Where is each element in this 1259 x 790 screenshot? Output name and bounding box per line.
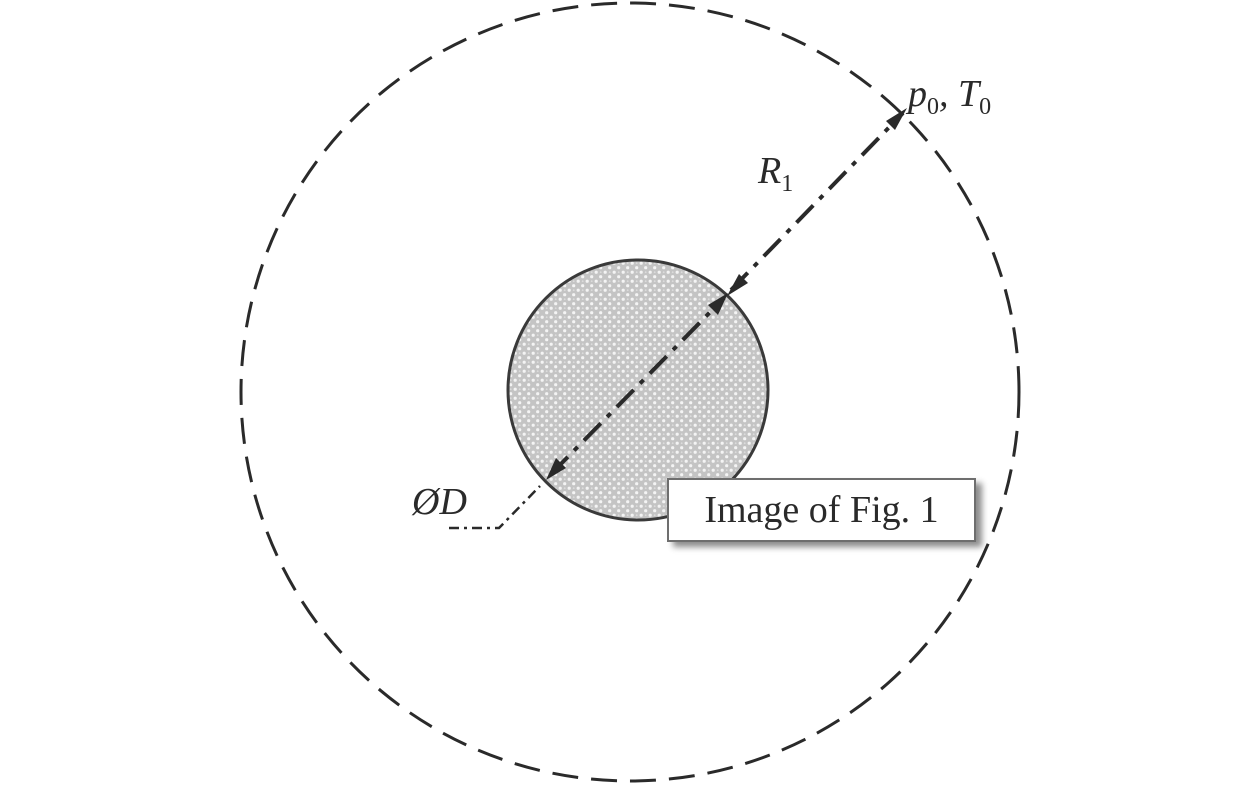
outer-boundary-circle (239, 1, 1021, 783)
figure-caption-box: Image of Fig. 1 (667, 478, 976, 542)
temperature-subscript: 0 (979, 94, 991, 120)
diameter-arrowhead-lower (546, 458, 566, 480)
ambient-conditions-label: p0, T0 (905, 73, 991, 120)
diameter-leader-line (449, 485, 541, 530)
diameter-arrowhead-upper (708, 293, 728, 315)
radius-label: R1 (757, 150, 793, 197)
inner-sphere (506, 258, 770, 522)
diameter-label: ØD (411, 481, 467, 523)
pressure-symbol: p (905, 73, 927, 115)
temperature-symbol: T (958, 73, 982, 115)
radius-dimension-line (729, 111, 905, 292)
radius-arrowhead-inner (727, 274, 748, 296)
radius-subscript: 1 (781, 171, 793, 197)
figure-caption: Image of Fig. 1 (704, 489, 939, 531)
label-separator: , (939, 73, 958, 115)
diameter-dimension-line (549, 296, 726, 476)
radius-symbol: R (757, 150, 781, 192)
pressure-subscript: 0 (927, 94, 939, 120)
radius-arrowhead-outer (886, 108, 907, 130)
